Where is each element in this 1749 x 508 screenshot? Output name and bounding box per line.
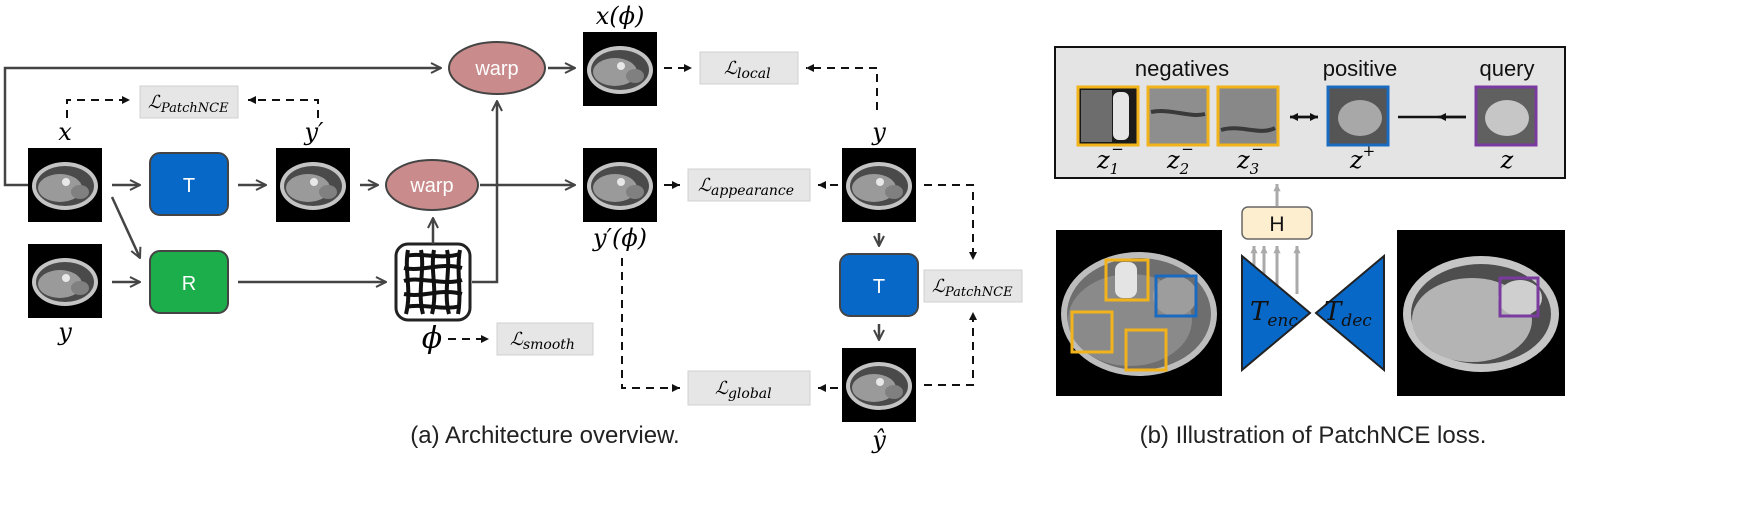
loss-global: ℒglobal	[687, 370, 811, 406]
header-query: query	[1479, 56, 1534, 81]
solid-arrows	[3, 68, 879, 340]
input-ct-image	[1056, 230, 1222, 396]
r-block: R	[149, 250, 229, 314]
head-h-label: H	[1269, 213, 1284, 236]
decoder-t-dec: Tdec	[1314, 253, 1385, 373]
label-z-query: z	[1500, 146, 1514, 174]
r-block-label: R	[182, 273, 196, 295]
output-mri-image	[1397, 230, 1565, 396]
header-positive: positive	[1323, 56, 1398, 81]
patch-negative-1	[1076, 85, 1140, 147]
caption-b: (b) Illustration of PatchNCE loss.	[1140, 422, 1487, 449]
label-x-phi: x(ϕ)	[596, 2, 645, 30]
label-z3: z3−	[1236, 140, 1264, 178]
image-y-prime-phi	[583, 148, 657, 222]
warp-middle: warp	[385, 159, 479, 211]
loss-patchnce-right: ℒPatchNCE	[923, 269, 1023, 303]
warp-middle-label: warp	[409, 175, 453, 197]
label-y-hat: ŷ	[871, 426, 886, 454]
image-y	[28, 244, 102, 318]
label-y-right: y	[871, 118, 886, 146]
patch-negative-3	[1216, 85, 1280, 147]
label-y: y	[57, 318, 72, 346]
svg-text:ℒappearance: ℒappearance	[698, 175, 794, 199]
loss-local: ℒlocal	[699, 51, 799, 85]
warp-top: warp	[448, 41, 546, 95]
label-phi: ϕ	[422, 321, 442, 356]
svg-text:ℒglobal: ℒglobal	[715, 378, 772, 402]
patch-negative-2	[1146, 85, 1210, 147]
image-y-hat	[842, 348, 916, 422]
encoder-t-enc: Tenc	[1241, 253, 1312, 373]
image-y-right	[842, 148, 916, 222]
label-z1: z1−	[1096, 140, 1124, 178]
t-block-label: T	[183, 175, 195, 197]
image-y-prime	[276, 148, 350, 222]
svg-text:Tenc: Tenc	[1250, 297, 1298, 331]
loss-smooth: ℒsmooth	[496, 322, 594, 356]
header-negatives: negatives	[1135, 56, 1229, 81]
image-x	[28, 148, 102, 222]
head-h-block: H	[1241, 206, 1313, 240]
t-block-right: T	[839, 253, 919, 317]
warp-top-label: warp	[474, 58, 518, 80]
label-y-prime: y′	[303, 118, 324, 146]
patch-query	[1474, 85, 1538, 147]
svg-text:ℒsmooth: ℒsmooth	[510, 329, 575, 353]
svg-text:ℒPatchNCE: ℒPatchNCE	[932, 276, 1013, 300]
deformation-grid-icon	[394, 242, 472, 322]
caption-a: (a) Architecture overview.	[410, 422, 679, 449]
svg-text:ℒPatchNCE: ℒPatchNCE	[148, 92, 229, 116]
loss-patchnce-top: ℒPatchNCE	[139, 85, 239, 119]
patch-positive	[1326, 85, 1390, 147]
image-x-phi	[583, 32, 657, 106]
t-block: T	[149, 152, 229, 216]
svg-text:Tdec: Tdec	[1324, 297, 1372, 331]
label-z2: z2−	[1166, 140, 1194, 178]
dashed-arrows	[66, 64, 977, 392]
label-x: x	[58, 118, 72, 146]
loss-appearance: ℒappearance	[687, 168, 811, 202]
encoder-to-head-arrows	[1250, 246, 1301, 294]
t-block-right-label: T	[873, 276, 885, 298]
label-z-positive: z+	[1349, 142, 1375, 174]
svg-text:ℒlocal: ℒlocal	[724, 58, 771, 82]
label-y-prime-phi: y′(ϕ)	[592, 224, 647, 252]
